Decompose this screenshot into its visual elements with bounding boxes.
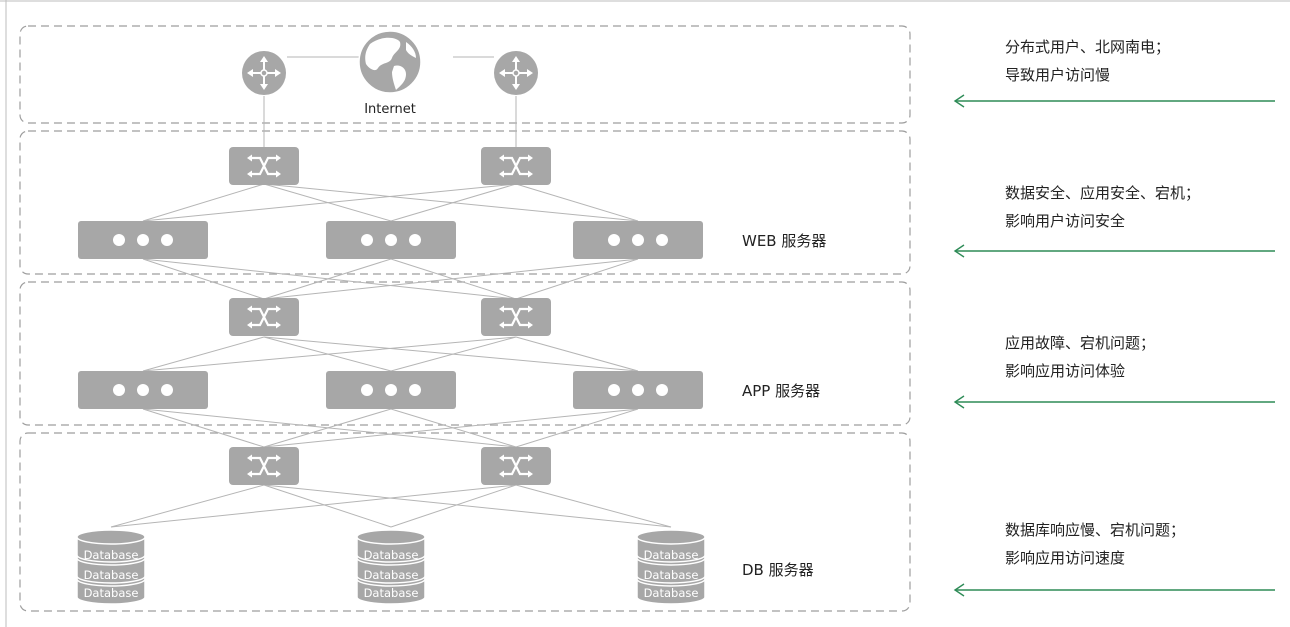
layer-label-app: APP 服务器 [742, 382, 820, 400]
layer-box-db [19, 432, 911, 612]
database-label: Database [364, 568, 419, 582]
server-icon [573, 221, 703, 259]
switch-icon [479, 445, 553, 487]
database-icon: Database Database Database [636, 529, 706, 605]
database-label: Database [644, 548, 699, 562]
database-icon: Database Database Database [356, 529, 426, 605]
note-line: 数据库响应慢、宕机问题； [1005, 521, 1185, 539]
switch-icon [227, 445, 301, 487]
database-label: Database [644, 586, 699, 600]
server-icon [573, 371, 703, 409]
arrow-icon [953, 244, 1275, 258]
note-line: 数据安全、应用安全、宕机； [1005, 184, 1200, 202]
switch-icon [479, 296, 553, 338]
note-line: 影响应用访问体验 [1005, 362, 1125, 380]
arrow-icon [953, 583, 1275, 597]
database-label: Database [84, 586, 139, 600]
database-label: Database [644, 568, 699, 582]
internet-label: Internet [364, 102, 416, 117]
layer-box-web [19, 130, 911, 275]
router-icon-right [493, 50, 539, 96]
switch-icon [479, 145, 553, 187]
database-icon: Database Database Database [76, 529, 146, 605]
server-icon [326, 371, 456, 409]
database-label: Database [84, 568, 139, 582]
layer-label-db: DB 服务器 [742, 561, 814, 579]
note-line: 影响用户访问安全 [1005, 212, 1125, 230]
database-label: Database [364, 548, 419, 562]
globe-icon [358, 30, 422, 94]
note-line: 分布式用户、北网南电； [1005, 38, 1170, 56]
switch-icon [227, 145, 301, 187]
arrow-icon [953, 395, 1275, 409]
layer-box-app [19, 281, 911, 426]
router-icon-left [241, 50, 287, 96]
server-icon [326, 221, 456, 259]
database-label: Database [364, 586, 419, 600]
note-app: 应用故障、宕机问题； 影响应用访问体验 [1005, 334, 1155, 380]
note-line: 导致用户访问慢 [1005, 66, 1110, 84]
server-icon [78, 371, 208, 409]
note-internet: 分布式用户、北网南电； 导致用户访问慢 [1005, 38, 1170, 84]
note-db: 数据库响应慢、宕机问题； 影响应用访问速度 [1005, 521, 1185, 567]
note-web: 数据安全、应用安全、宕机； 影响用户访问安全 [1005, 184, 1200, 230]
note-line: 影响应用访问速度 [1005, 549, 1125, 567]
layer-box-internet [19, 25, 911, 124]
connection-lines [110, 56, 672, 528]
layer-label-web: WEB 服务器 [742, 232, 826, 250]
database-label: Database [84, 548, 139, 562]
switch-icon [227, 296, 301, 338]
server-icon [78, 221, 208, 259]
arrow-icon [953, 94, 1275, 108]
note-line: 应用故障、宕机问题； [1005, 334, 1155, 352]
